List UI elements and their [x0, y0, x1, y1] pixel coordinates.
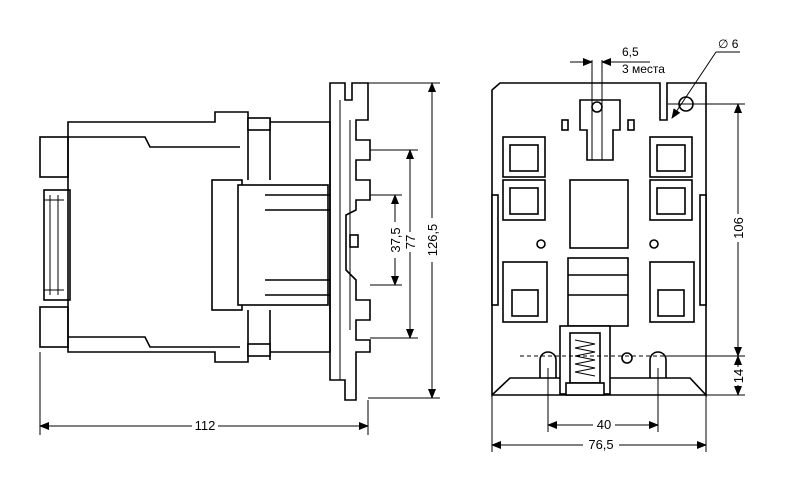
- dim-front-height: 106: [731, 217, 746, 239]
- dim-side-height-inner: 37,5: [388, 227, 403, 252]
- side-plate: [329, 82, 371, 401]
- dim-side-height-total: 126,5: [425, 224, 440, 257]
- side-view: [39, 82, 371, 401]
- dim-front-width: 76,5: [588, 437, 613, 452]
- dim-slot-note: 3 места: [622, 62, 665, 76]
- dim-slot-width: 6,5: [622, 45, 639, 59]
- dim-front-bottom: 14: [731, 369, 746, 383]
- front-view: [491, 82, 707, 398]
- dim-hole-diameter: ∅ 6: [718, 37, 739, 51]
- front-dimensions: 6,5 3 места ∅ 6 106 14 40 76,5: [491, 37, 746, 452]
- side-terminal-top: [39, 136, 69, 178]
- side-dimensions: 112 126,5 77 37,5: [39, 82, 440, 435]
- side-clip: [43, 189, 71, 301]
- side-terminal-bottom: [39, 306, 69, 348]
- dim-side-height-mid: 77: [403, 235, 418, 249]
- dim-side-width: 112: [195, 418, 216, 433]
- dim-hole-spacing: 40: [597, 417, 611, 432]
